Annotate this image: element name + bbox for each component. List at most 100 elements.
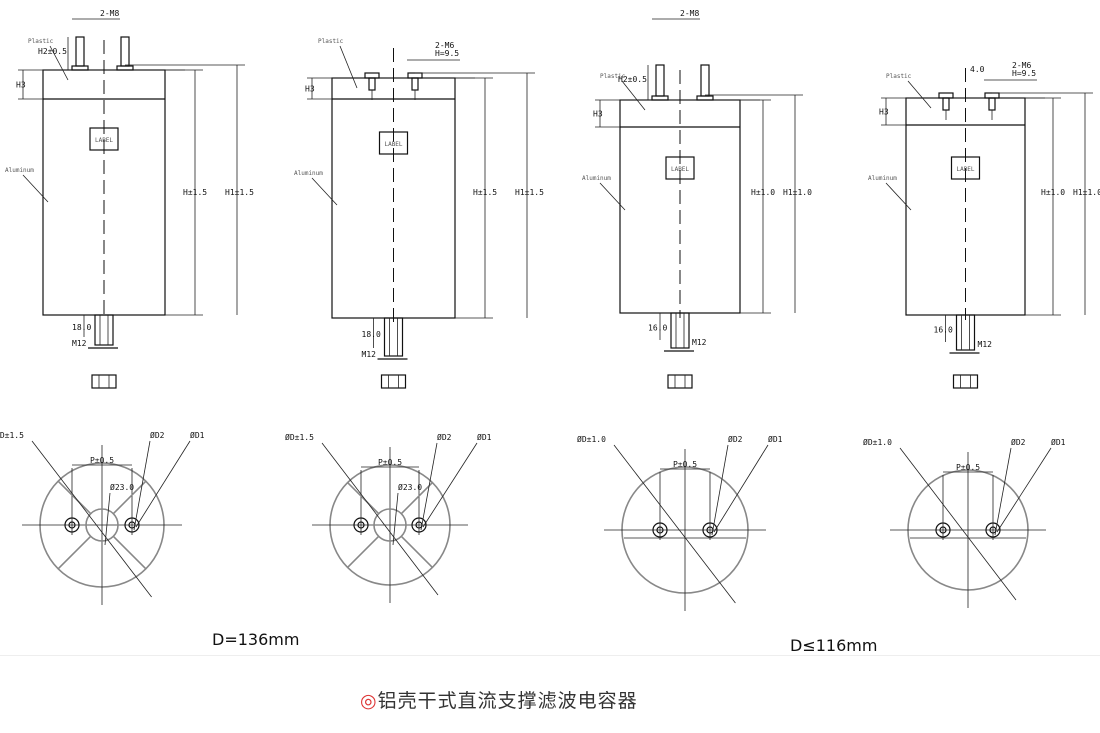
gap-label: 4.0 bbox=[970, 65, 985, 74]
mounting-stud bbox=[383, 317, 404, 357]
h1-dim-label: H1±1.5 bbox=[225, 188, 254, 197]
d1-leader bbox=[713, 444, 769, 533]
d2-label: ØD2 bbox=[1011, 437, 1026, 447]
hex-nut-icon bbox=[667, 374, 693, 389]
thread-spec-label: 2-M6 bbox=[435, 41, 454, 50]
d2-leader bbox=[133, 440, 151, 531]
h-dim-label: H±1.0 bbox=[751, 188, 775, 197]
boss-leader bbox=[392, 492, 399, 546]
hex-nut-icon bbox=[91, 374, 117, 389]
height-spec-label: H=9.5 bbox=[435, 49, 459, 58]
aluminum-callout: Aluminum bbox=[5, 167, 34, 174]
diameter-leader bbox=[613, 444, 736, 604]
plastic-leader bbox=[907, 80, 932, 109]
thread-label: M12 bbox=[362, 350, 377, 359]
group-label-d116: D≤116mm bbox=[790, 636, 878, 655]
h1-dim-label: H1±1.0 bbox=[783, 188, 812, 197]
aluminum-callout: Aluminum bbox=[294, 170, 323, 177]
rib bbox=[347, 482, 380, 515]
boss-diameter-label: Ø23.0 bbox=[398, 482, 422, 492]
label-box bbox=[89, 127, 119, 151]
d1-label: ØD1 bbox=[477, 432, 492, 442]
d2-label: ØD2 bbox=[150, 430, 165, 440]
d1-label: ØD1 bbox=[768, 434, 783, 444]
rib bbox=[112, 535, 147, 570]
d2-label: ØD2 bbox=[728, 434, 743, 444]
rib bbox=[57, 480, 92, 515]
hex-nut-icon bbox=[380, 374, 407, 389]
h1-dim-label: H1±1.5 bbox=[515, 188, 544, 197]
thread-spec-label: 2-M8 bbox=[680, 9, 699, 18]
h-dim-label: H±1.0 bbox=[1041, 188, 1065, 197]
group-label-d136: D=136mm bbox=[212, 630, 300, 649]
terminal-stud bbox=[120, 36, 130, 67]
h3-label: H3 bbox=[305, 85, 315, 94]
diameter-leader bbox=[31, 440, 152, 598]
plastic-callout: Plastic bbox=[318, 38, 344, 45]
boss-diameter-label: Ø23.0 bbox=[110, 482, 134, 492]
pitch-label: P±0.5 bbox=[956, 463, 980, 472]
pitch-label: P±0.5 bbox=[673, 460, 697, 469]
terminal-insert bbox=[368, 77, 376, 91]
bottom-view-3: P±0.5 ØD±1.0 ØD2 ØD1 bbox=[577, 434, 783, 611]
terminal-head bbox=[984, 92, 1000, 99]
caption-text: 铝壳干式直流支撑滤波电容器 bbox=[377, 690, 638, 712]
bottom-view-4: P±0.5 ØD±1.0 ØD2 ØD1 bbox=[863, 437, 1066, 608]
terminal-head bbox=[407, 72, 423, 79]
d1-label: ØD1 bbox=[1051, 437, 1066, 447]
d2-leader bbox=[711, 444, 729, 536]
boss-leader bbox=[104, 492, 111, 546]
height-spec-label: H=9.5 bbox=[1012, 69, 1036, 78]
d1-label: ØD1 bbox=[190, 430, 205, 440]
diameter-leader bbox=[321, 442, 439, 596]
terminal-base bbox=[71, 65, 89, 71]
mounting-stud bbox=[670, 312, 690, 349]
label-text: LABEL bbox=[95, 137, 113, 144]
h-dim-label: H±1.5 bbox=[183, 188, 207, 197]
thread-spec-label: 2-M8 bbox=[100, 9, 119, 18]
h2-label: H2±0.5 bbox=[618, 75, 647, 84]
center-boss bbox=[85, 508, 119, 542]
label-box bbox=[950, 156, 981, 180]
center-boss bbox=[373, 508, 407, 542]
stud-length-label: 16.0 bbox=[648, 324, 667, 333]
aluminum-leader bbox=[22, 174, 49, 203]
h3-label: H3 bbox=[593, 110, 603, 119]
terminal-stud bbox=[700, 64, 710, 97]
diameter-label: ØD±1.0 bbox=[577, 434, 606, 444]
stud-length-label: 18.0 bbox=[72, 323, 91, 332]
pitch-label: P±0.5 bbox=[378, 458, 402, 467]
terminal-stud bbox=[655, 64, 665, 97]
diameter-leader bbox=[899, 447, 1017, 601]
terminal-head bbox=[364, 72, 380, 79]
stud-length-label: 18.0 bbox=[362, 330, 381, 339]
d1-leader bbox=[135, 440, 191, 528]
thread-label: M12 bbox=[72, 339, 87, 348]
terminal-base bbox=[116, 65, 134, 71]
diameter-label: ØD±1.5 bbox=[285, 432, 314, 442]
terminal-insert bbox=[942, 97, 950, 111]
d2-leader bbox=[420, 442, 438, 531]
h3-label: H3 bbox=[16, 81, 26, 90]
plastic-callout: Plastic bbox=[28, 38, 54, 45]
rib bbox=[112, 480, 147, 515]
plastic-callout: Plastic bbox=[600, 73, 626, 80]
rib bbox=[400, 535, 433, 568]
diameter-label: ØD±1.0 bbox=[863, 437, 892, 447]
mounting-stud bbox=[94, 314, 114, 346]
stud-length-label: 16.0 bbox=[934, 326, 953, 335]
terminal-insert bbox=[411, 77, 419, 91]
aluminum-callout: Aluminum bbox=[582, 175, 611, 182]
label-text: LABEL bbox=[671, 166, 689, 173]
d1-leader bbox=[996, 447, 1052, 533]
caption-title: ◎铝壳干式直流支撑滤波电容器 bbox=[360, 686, 638, 713]
label-box bbox=[378, 131, 409, 155]
h1-dim-label: H1±1.0 bbox=[1073, 188, 1100, 197]
d2-label: ØD2 bbox=[437, 432, 452, 442]
h-dim-label: H±1.5 bbox=[473, 188, 497, 197]
